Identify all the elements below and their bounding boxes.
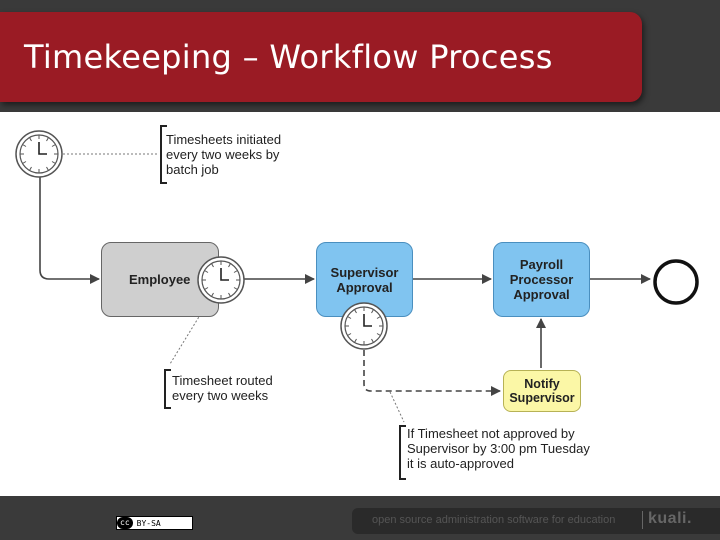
license-label: BY-SA (136, 518, 161, 528)
payroll-approval-task: Payroll Processor Approval (493, 242, 590, 317)
employee-task: Employee (101, 242, 219, 317)
title-bar (0, 12, 642, 102)
cc-badge: cc (117, 517, 133, 529)
kuali-logo: kuali. (648, 510, 692, 527)
diagram-canvas: Employee Supervisor Approval Payroll Pro… (0, 112, 720, 496)
footer-divider (642, 511, 643, 529)
supervisor-approval-task: Supervisor Approval (316, 242, 413, 317)
notify-supervisor-task: Notify Supervisor (503, 370, 581, 412)
annotation-timesheets-initiated: Timesheets initiated every two weeks by … (166, 132, 282, 177)
footer-bar (352, 508, 720, 534)
end-event-circle-icon (653, 259, 699, 305)
slide-title: Timekeeping – Workflow Process (24, 38, 553, 76)
creative-commons-icon: cc BY-SA (116, 516, 193, 530)
annotation-auto-approved: If Timesheet not approved by Supervisor … (407, 426, 590, 471)
annotation-timesheet-routed: Timesheet routed every two weeks (172, 373, 273, 403)
diagram-connectors (39, 125, 699, 480)
footer-tagline: open source administration software for … (372, 514, 616, 526)
